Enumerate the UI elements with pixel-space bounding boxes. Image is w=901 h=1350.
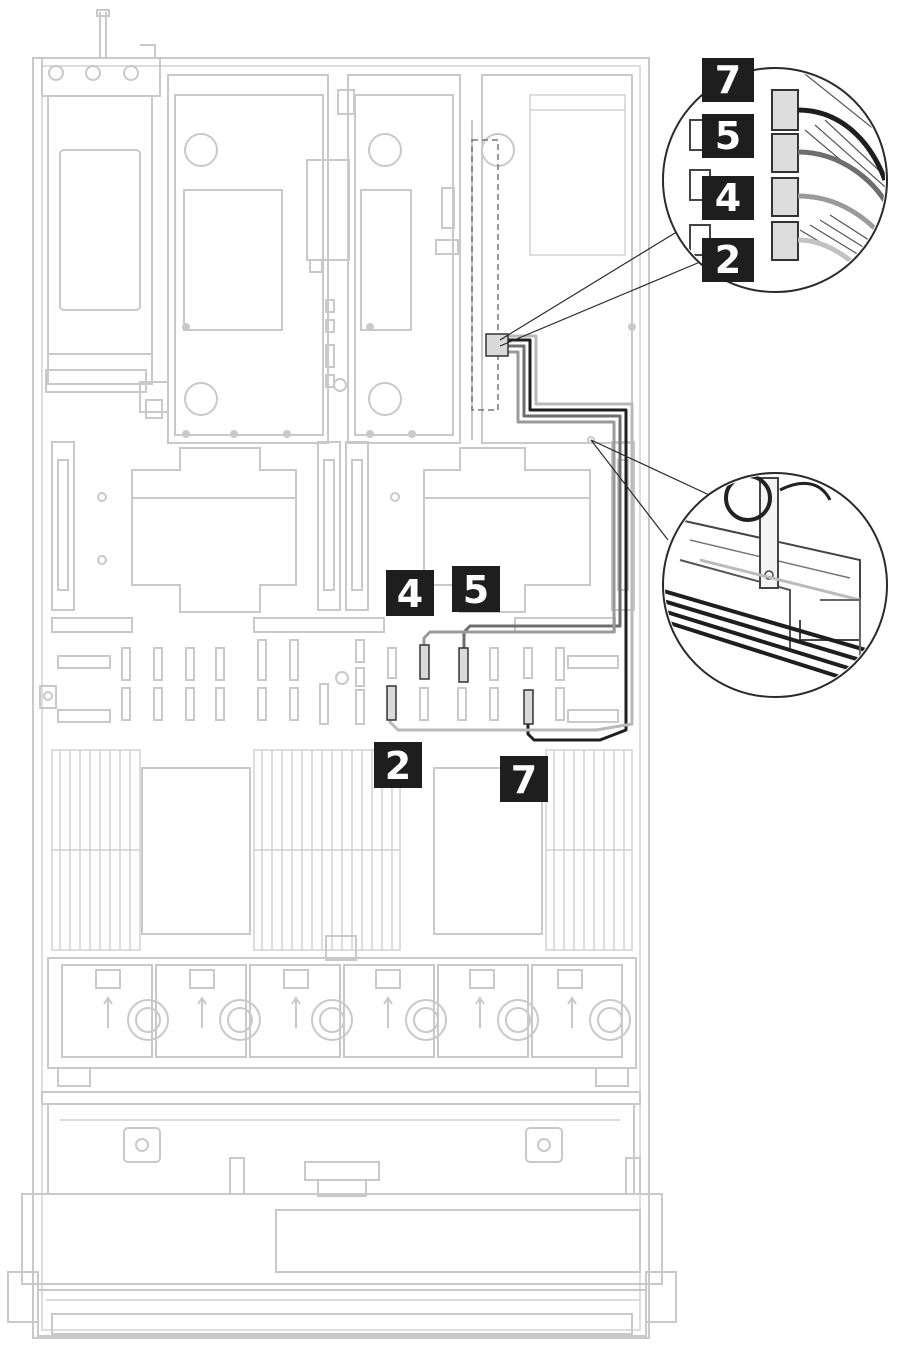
fan-4 <box>343 964 447 1058</box>
detail-callout-riser: 7 5 4 2 <box>499 58 888 347</box>
dimm-bank-3 <box>545 749 633 951</box>
badge-2-label: 2 <box>385 744 411 788</box>
board-connector-7 <box>523 689 534 725</box>
cable-7-path <box>508 338 628 742</box>
riser-connector <box>485 333 509 357</box>
detail-badge-2-label: 2 <box>715 238 741 282</box>
detail-badge-5-label: 5 <box>715 114 741 158</box>
board-components-upper <box>139 259 347 419</box>
badge-4-label: 4 <box>397 572 423 616</box>
cable-clip-marker <box>587 436 595 444</box>
detail-badge-2: 2 <box>702 238 754 282</box>
riser-2 <box>306 74 461 444</box>
detail-badge-5: 5 <box>702 114 754 158</box>
cable-2-path <box>388 334 634 732</box>
dimm-latch <box>325 935 357 961</box>
badge-7-label: 7 <box>511 758 537 802</box>
badge-5-label: 5 <box>463 568 489 612</box>
dimm-bank-2 <box>253 749 543 951</box>
badge-5: 5 <box>452 566 500 612</box>
cable-bundle <box>386 333 634 742</box>
detail-badge-7-label: 7 <box>715 58 741 102</box>
detail-badge-4-label: 4 <box>715 176 741 220</box>
detail-badge-4: 4 <box>702 176 754 220</box>
processor-2 <box>345 441 635 613</box>
board-connector-5 <box>458 647 469 683</box>
chassis <box>32 9 650 1339</box>
badge-4: 4 <box>386 570 434 616</box>
riser-3 <box>471 74 636 444</box>
board-connector-4 <box>419 644 430 680</box>
psu-bay <box>41 57 161 393</box>
badge-2: 2 <box>374 742 422 788</box>
front-cage <box>7 1091 677 1337</box>
fan-3 <box>249 964 353 1058</box>
dimm-bank-1 <box>51 749 251 951</box>
fan-5 <box>437 964 539 1058</box>
fan-1 <box>61 964 169 1058</box>
cable-4-path <box>422 350 616 652</box>
badge-7: 7 <box>500 756 548 802</box>
board-connector-2 <box>386 685 397 721</box>
detail-callout-clip <box>590 439 888 698</box>
processor-1 <box>51 441 341 613</box>
detail-badge-7: 7 <box>702 58 754 102</box>
fan-2 <box>155 964 261 1058</box>
fan-row <box>47 957 637 1087</box>
riser-1 <box>167 74 329 444</box>
fan-6 <box>531 964 631 1058</box>
connector-row <box>39 617 619 725</box>
